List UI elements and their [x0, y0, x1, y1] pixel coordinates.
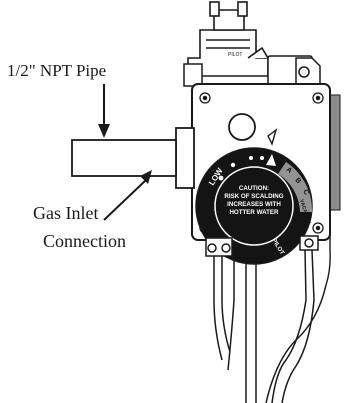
inlet-callout-label-line1: Gas Inlet	[33, 203, 99, 223]
inlet-pipe	[71, 127, 195, 189]
tubes-and-wires	[213, 249, 327, 403]
dial-c-label: C	[301, 189, 310, 197]
pipe-callout-label: 1/2" NPT Pipe	[7, 61, 107, 80]
upper-right-fitting	[267, 55, 321, 87]
dial-setting-dots	[218, 156, 264, 181]
side-strip	[329, 94, 341, 211]
indicator-pointer	[267, 128, 278, 146]
dial-b-label: B	[293, 177, 302, 185]
dial-setting-triangle	[266, 154, 276, 166]
upper-left-fitting	[183, 63, 203, 87]
indicator-window	[228, 113, 256, 141]
top-connector	[187, 1, 269, 77]
dial-grey-band-overlay	[278, 162, 313, 212]
callout-arrows	[98, 84, 152, 221]
dial-caution-line-3: INCREASES WITH	[227, 201, 281, 208]
dial-a-label: A	[285, 166, 293, 175]
connector-pilot-label: PILOT	[228, 52, 242, 58]
dial-caution-line-2: RISK OF SCALDING	[224, 193, 283, 200]
dial-caution-line-4: HOTTER WATER	[229, 209, 279, 216]
inlet-callout-label-line2: Connection	[43, 231, 126, 251]
lower-fittings	[205, 235, 319, 257]
side-strip-edge	[325, 210, 331, 286]
temperature-dial[interactable]	[195, 147, 313, 265]
dial-caution-line-1: CAUTION:	[239, 185, 269, 192]
